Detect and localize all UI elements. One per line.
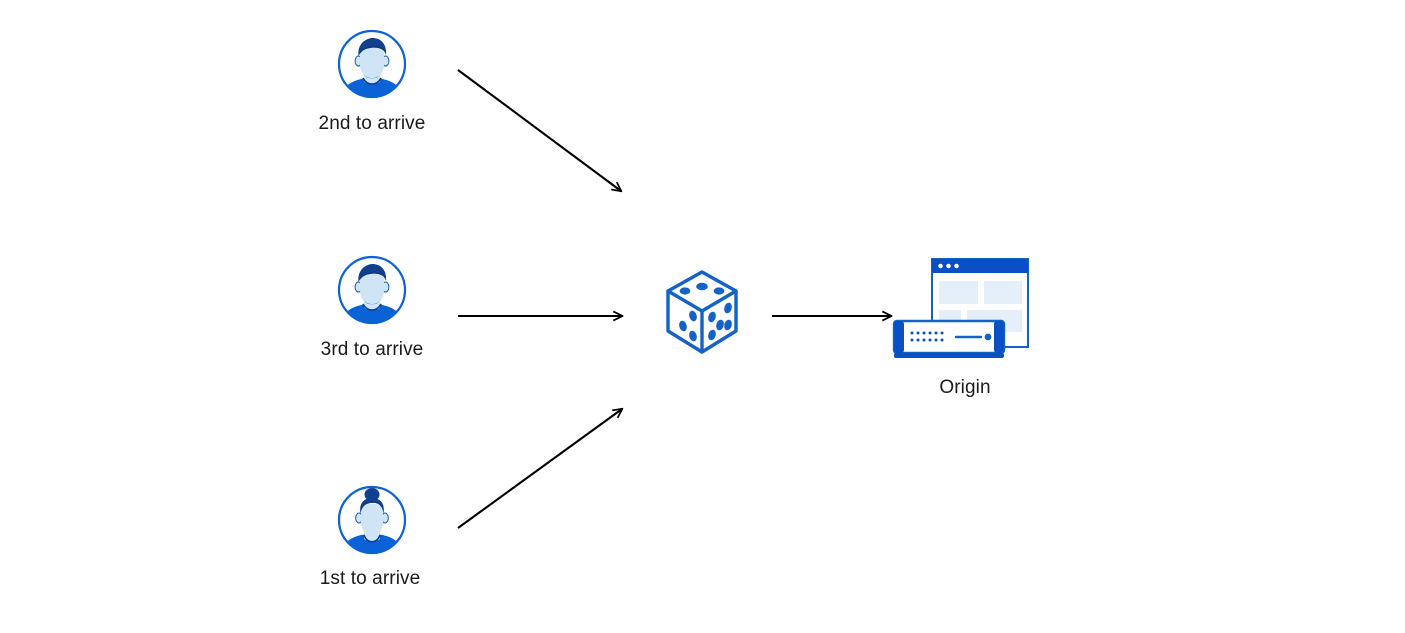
- node-label-client-2nd: 2nd to arrive: [318, 113, 426, 134]
- node-label-origin: Origin: [939, 377, 991, 398]
- user-avatar-icon: [337, 29, 407, 99]
- user-avatar-icon: [337, 255, 407, 325]
- dice-icon: [666, 270, 738, 354]
- edge-1st-to-dice: [457, 409, 622, 529]
- server-device-icon: [892, 319, 1006, 358]
- node-label-client-1st: 1st to arrive: [319, 568, 421, 589]
- user-avatar-bun-icon: [337, 485, 407, 555]
- origin-server-icon: [892, 258, 1029, 358]
- node-label-client-3rd: 3rd to arrive: [320, 339, 424, 360]
